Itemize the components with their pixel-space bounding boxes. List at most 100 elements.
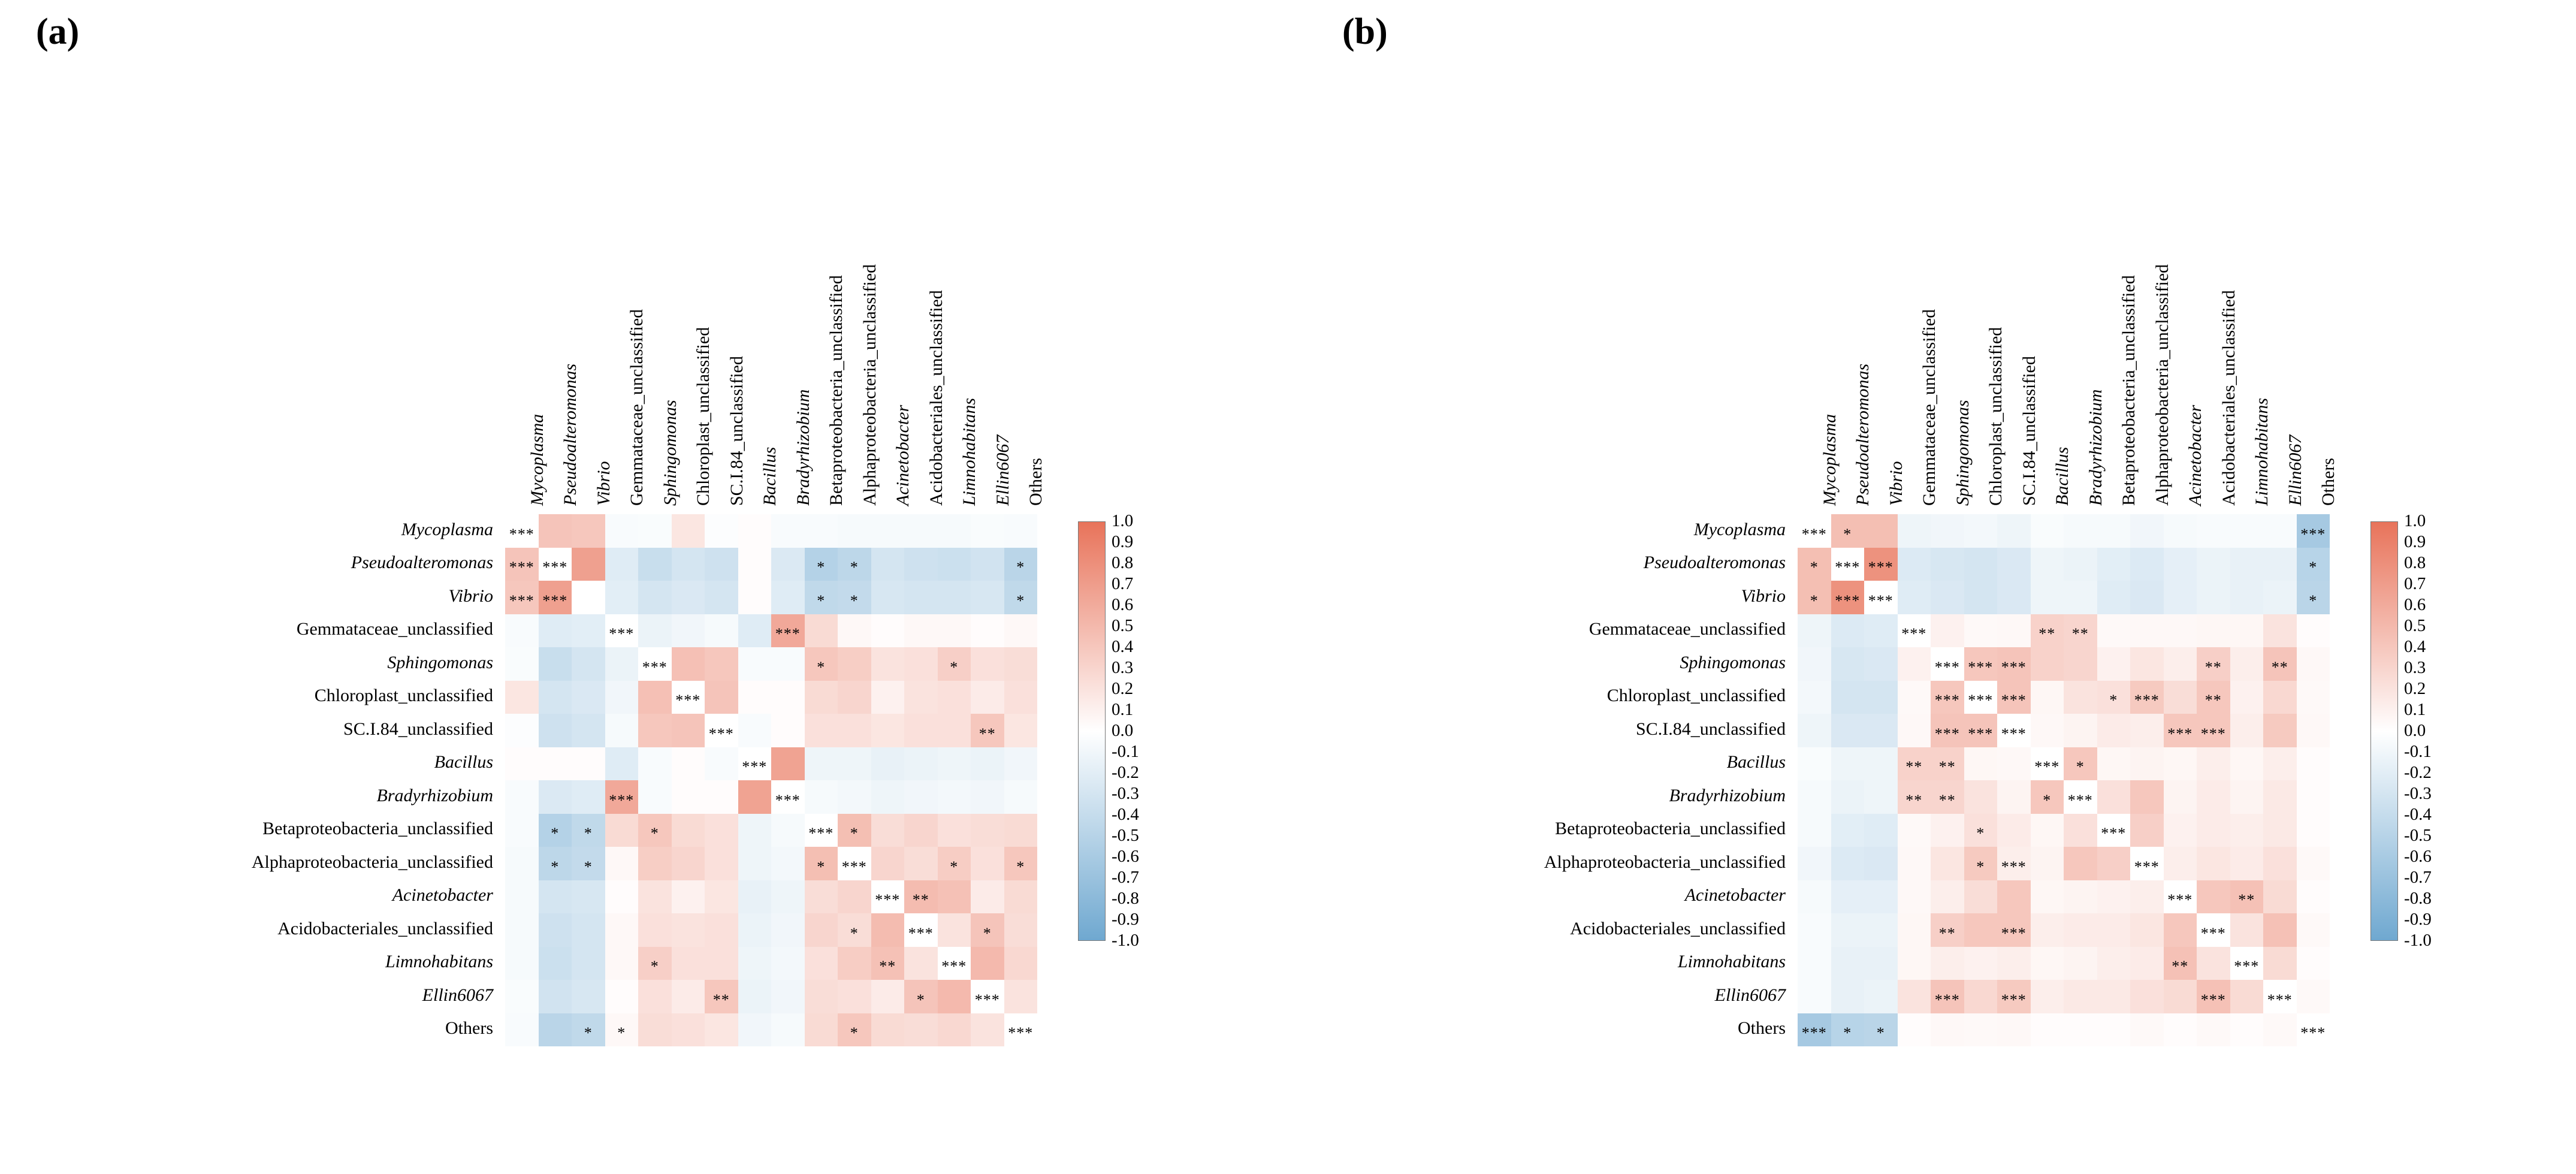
heatmap-cell: *** (804, 813, 838, 847)
heatmap-cell: *** (1997, 913, 2031, 947)
heatmap-cell: *** (2197, 980, 2230, 1013)
colorbar-tick-label: -0.1 (1112, 742, 1139, 761)
column-label: Vibrio (593, 461, 614, 506)
heatmap-cell (2030, 647, 2064, 681)
heatmap-cell: * (572, 847, 605, 880)
colorbar-tick-label: 0.2 (2404, 679, 2426, 698)
row-label: Limnohabitans (1677, 952, 1786, 972)
heatmap-cell (671, 581, 705, 614)
heatmap-cell (1931, 813, 1964, 847)
heatmap-cell (1864, 913, 1898, 947)
heatmap-cell (2163, 547, 2197, 581)
heatmap-cell (572, 980, 605, 1013)
significance-stars: * (551, 858, 560, 876)
heatmap-cell (671, 614, 705, 647)
heatmap-cell (1798, 714, 1831, 747)
heatmap-cell (838, 714, 871, 747)
heatmap-cell (2030, 714, 2064, 747)
colorbar-tick-label: 0.5 (1112, 616, 1134, 635)
heatmap-cell (2263, 514, 2297, 548)
heatmap-cell (871, 747, 904, 780)
heatmap-cell (1798, 946, 1831, 980)
row-label: Sphingomonas (387, 652, 493, 672)
heatmap-cell (2130, 514, 2164, 548)
heatmap-cell (838, 614, 871, 647)
colorbar-gradient (2370, 521, 2398, 941)
heatmap-cell (2263, 547, 2297, 581)
heatmap-cell (2263, 747, 2297, 780)
significance-stars: * (584, 1024, 593, 1042)
significance-stars: *** (2101, 825, 2127, 843)
heatmap-cell: ** (2064, 614, 2097, 647)
heatmap-cell (2097, 581, 2130, 614)
colorbar-tick-label: -0.6 (2404, 847, 2432, 866)
significance-stars: *** (2167, 725, 2193, 743)
column-label: Alphaproteobacteria_unclassified (2152, 264, 2172, 506)
heatmap-cell (538, 946, 572, 980)
heatmap-cell: * (572, 813, 605, 847)
heatmap-cell (1831, 714, 1864, 747)
significance-stars: * (2309, 591, 2318, 609)
heatmap-cell (804, 514, 838, 548)
heatmap-cell (2097, 514, 2130, 548)
heatmap-cell: * (1831, 1013, 1864, 1046)
heatmap-cell (738, 946, 771, 980)
significance-stars: *** (775, 625, 801, 643)
row-label: Pseudoalteromonas (1643, 553, 1786, 573)
row-label: Vibrio (1741, 586, 1786, 606)
heatmap-cell (2130, 747, 2164, 780)
significance-stars: * (1016, 858, 1025, 876)
heatmap-cell (871, 980, 904, 1013)
heatmap-cell (605, 581, 638, 614)
colorbar-tick-label: 0.8 (2404, 553, 2426, 572)
row-label: Mycoplasma (401, 519, 493, 539)
heatmap-cell (638, 980, 672, 1013)
heatmap-cell (705, 880, 738, 913)
column-label: Sphingomonas (660, 400, 680, 506)
heatmap-cell (771, 980, 805, 1013)
heatmap-cell: *** (1931, 714, 1964, 747)
heatmap-cell (2030, 680, 2064, 714)
row-label: Alphaproteobacteria_unclassified (251, 852, 493, 872)
heatmap-cell: *** (1931, 647, 1964, 681)
heatmap-cell (871, 780, 904, 814)
heatmap-cell (671, 514, 705, 548)
heatmap-cell (572, 581, 605, 614)
column-label: SC.I.84_unclassified (726, 356, 747, 506)
heatmap-cell (1931, 581, 1964, 614)
heatmap-cell (971, 880, 1004, 913)
heatmap-cell (771, 913, 805, 947)
heatmap-cell: *** (838, 847, 871, 880)
heatmap-cell: *** (671, 680, 705, 714)
heatmap-cell (2296, 946, 2330, 980)
heatmap-cell (2163, 581, 2197, 614)
heatmap-cell (605, 514, 638, 548)
significance-stars: ** (1938, 791, 1956, 809)
heatmap-cell (605, 747, 638, 780)
heatmap-cell (937, 747, 971, 780)
heatmap-cell (838, 880, 871, 913)
significance-stars: *** (2267, 991, 2293, 1009)
significance-stars: *** (2001, 924, 2027, 942)
heatmap-cell: *** (1931, 980, 1964, 1013)
heatmap-cell: *** (871, 880, 904, 913)
heatmap-cell (1997, 1013, 2031, 1046)
heatmap-cell: * (1964, 813, 1997, 847)
heatmap-cell (1964, 547, 1997, 581)
heatmap-cell: ** (2030, 614, 2064, 647)
heatmap-cell (2064, 813, 2097, 847)
heatmap-cell (1897, 1013, 1931, 1046)
heatmap-cell: *** (1964, 714, 1997, 747)
heatmap-cell: * (804, 581, 838, 614)
heatmap-cell (771, 647, 805, 681)
heatmap-cell (738, 1013, 771, 1046)
row-label: Bradyrhizobium (376, 785, 493, 805)
heatmap-cell (2030, 980, 2064, 1013)
heatmap-cell: *** (1831, 547, 1864, 581)
heatmap-cell: *** (971, 980, 1004, 1013)
significance-stars: *** (1968, 658, 1994, 676)
row-label: Others (1738, 1018, 1786, 1039)
row-label: SC.I.84_unclassified (343, 719, 493, 739)
heatmap-cell (1997, 813, 2031, 847)
